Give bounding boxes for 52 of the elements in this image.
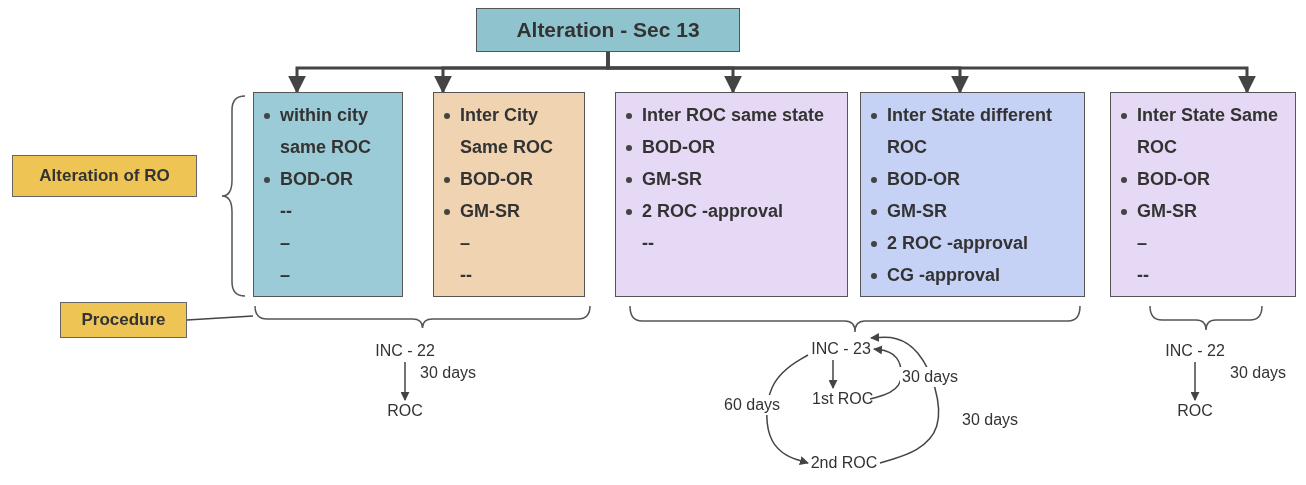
list-item: GM-SR <box>1137 201 1197 221</box>
list-item: within city same ROC <box>280 105 372 157</box>
step-text: 2nd ROC <box>808 452 880 474</box>
list-item: -- <box>460 265 472 285</box>
list-item: BOD-OR <box>887 169 960 189</box>
arrow <box>869 345 903 400</box>
list-item: Inter ROC same state <box>642 105 825 125</box>
edge-label: 30 days <box>900 367 961 387</box>
arrow <box>870 333 940 464</box>
list-item: -- <box>1137 265 1149 285</box>
edge-label: 60 days <box>722 395 783 415</box>
category-box <box>1110 92 1296 297</box>
category-box <box>615 92 848 297</box>
arrow <box>400 361 410 401</box>
category-box <box>860 92 1085 297</box>
step-text: INC - 22 <box>372 340 438 362</box>
edge-label: 30 days <box>1228 363 1289 383</box>
edge-label: 30 days <box>418 363 479 383</box>
list-item: -- <box>642 233 654 253</box>
arrow <box>828 359 838 389</box>
list-item: Inter State different ROC <box>887 105 1053 157</box>
list-item: BOD-OR <box>460 169 533 189</box>
edge-label: 30 days <box>960 410 1021 430</box>
step-text: ROC <box>1173 400 1217 422</box>
step-text: ROC <box>383 400 427 422</box>
curly-brace <box>253 304 592 328</box>
list-item: Inter City Same ROC <box>460 105 554 157</box>
category-box <box>433 92 585 297</box>
list-item: CG -approval <box>887 265 1001 285</box>
list-item: – <box>280 233 290 253</box>
arrow <box>766 354 809 465</box>
label-box: Alteration of RO <box>12 155 197 197</box>
step-text: INC - 22 <box>1162 340 1228 362</box>
list-item: GM-SR <box>642 169 702 189</box>
list-item: – <box>1137 233 1147 253</box>
list-item: – <box>460 233 470 253</box>
list-item: 2 ROC -approval <box>642 201 784 221</box>
category-box <box>253 92 403 297</box>
label-box: Procedure <box>60 302 187 338</box>
list-item: BOD-OR <box>280 169 353 189</box>
branch-arrow <box>606 52 1256 94</box>
list-item: GM-SR <box>887 201 947 221</box>
list-item: BOD-OR <box>1137 169 1210 189</box>
step-text: INC - 23 <box>808 338 874 360</box>
list-item: GM-SR <box>460 201 520 221</box>
list-item: -- <box>280 201 292 221</box>
list-item: Inter State Same ROC <box>1137 105 1279 157</box>
list-item: – <box>280 265 290 285</box>
list-item: BOD-OR <box>642 137 715 157</box>
arrow <box>1190 361 1200 401</box>
list-item: 2 ROC -approval <box>887 233 1029 253</box>
title-box: Alteration - Sec 13 <box>476 8 740 52</box>
